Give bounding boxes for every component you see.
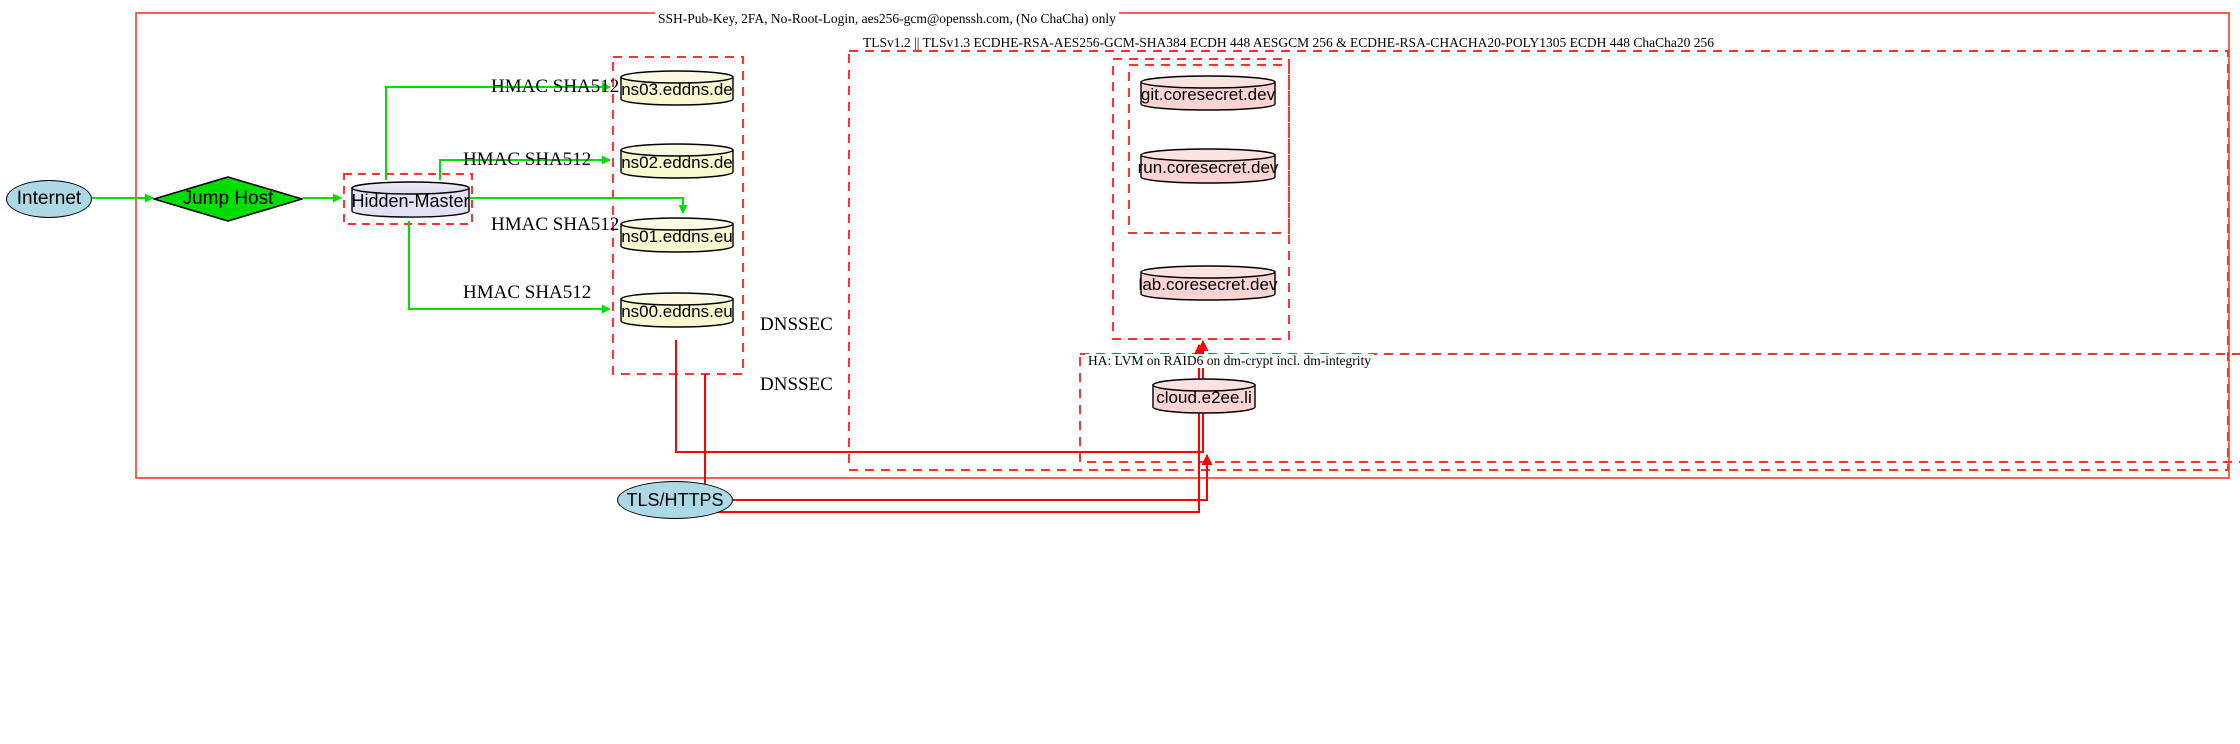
node-ns01-label: ns01.eddns.eu	[621, 227, 733, 246]
node-ns02[interactable]: ns02.eddns.de	[620, 143, 734, 179]
edge-hidden-ns00	[408, 221, 611, 314]
node-internet-label: Internet	[16, 188, 82, 209]
node-hidden-master-label: Hidden-Master	[351, 191, 470, 211]
node-run-coresecret[interactable]: run.coresecret.dev	[1137, 148, 1279, 184]
node-git-coresecret[interactable]: git.coresecret.dev	[1140, 75, 1276, 111]
edge-label-hmac-ns02: HMAC SHA512	[463, 149, 592, 170]
cluster-ha	[1079, 353, 2240, 463]
node-hidden-master[interactable]: Hidden-Master	[351, 181, 470, 218]
edge-label-hmac-ns03: HMAC SHA512	[491, 76, 620, 97]
edge-dnssec-ha	[704, 344, 1205, 513]
node-ns01[interactable]: ns01.eddns.eu	[620, 217, 734, 253]
node-run-coresecret-label: run.coresecret.dev	[1137, 158, 1279, 177]
cluster-label-tls: TLSv1.2 || TLSv1.3 ECDHE-RSA-AES256-GCM-…	[860, 36, 1717, 50]
node-tls-https[interactable]: TLS/HTTPS	[617, 481, 733, 519]
green-edges	[92, 82, 688, 314]
edge-label-dnssec-ha: DNSSEC	[760, 374, 833, 395]
edge-label-hmac-ns01: HMAC SHA512	[491, 214, 620, 235]
cluster-label-ssh: SSH-Pub-Key, 2FA, No-Root-Login, aes256-…	[655, 12, 1119, 26]
node-ns00[interactable]: ns00.eddns.eu	[620, 292, 734, 328]
node-jumphost-label: Jump Host	[182, 188, 274, 209]
cluster-tls	[848, 50, 2229, 471]
node-tls-https-label: TLS/HTTPS	[626, 489, 724, 510]
cluster-dns-servers	[612, 56, 744, 375]
cluster-coresecret-outer	[1112, 58, 1290, 340]
edge-label-hmac-ns00: HMAC SHA512	[463, 282, 592, 303]
edge-hidden-ns02	[439, 155, 611, 180]
cluster-coresecret-inner	[1128, 64, 1290, 234]
edge-hidden-ns03	[385, 82, 611, 180]
node-git-coresecret-label: git.coresecret.dev	[1140, 85, 1276, 104]
node-cloud-e2ee[interactable]: cloud.e2ee.li	[1152, 378, 1256, 414]
edge-tlshttps-ha	[733, 454, 1213, 501]
node-ns03-label: ns03.eddns.de	[621, 80, 733, 99]
node-ns03[interactable]: ns03.eddns.de	[620, 70, 734, 106]
node-internet[interactable]: Internet	[6, 180, 92, 218]
node-ns00-label: ns00.eddns.eu	[621, 302, 733, 321]
edge-hidden-ns01	[470, 197, 688, 214]
edge-label-dnssec-core: DNSSEC	[760, 314, 833, 335]
node-lab-coresecret[interactable]: lab.coresecret.dev	[1138, 265, 1278, 301]
node-lab-coresecret-label: lab.coresecret.dev	[1138, 275, 1278, 294]
node-cloud-e2ee-label: cloud.e2ee.li	[1156, 388, 1252, 407]
cluster-label-ha: HA: LVM on RAID6 on dm-crypt incl. dm-in…	[1085, 354, 1374, 368]
node-ns02-label: ns02.eddns.de	[621, 153, 733, 172]
node-jumphost[interactable]: Jump Host	[153, 176, 303, 222]
